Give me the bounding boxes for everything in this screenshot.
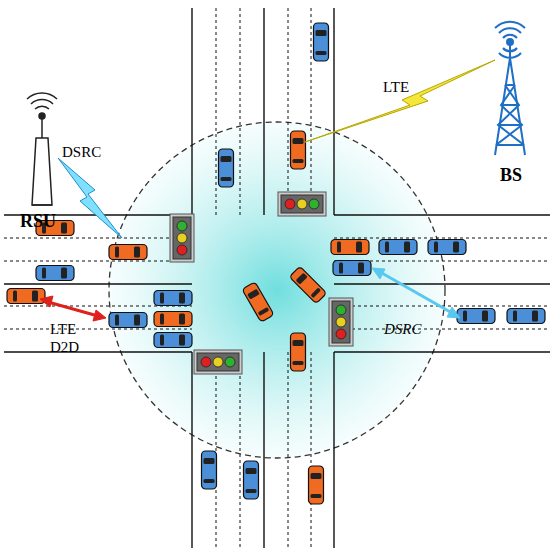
coverage-zone bbox=[109, 122, 445, 458]
station-label: RSU bbox=[20, 212, 56, 230]
link-label: LTE bbox=[50, 322, 76, 337]
lte-bolt bbox=[305, 60, 495, 142]
traffic-lights bbox=[170, 192, 353, 374]
station-label: BS bbox=[500, 166, 522, 184]
dsrc-arrow bbox=[372, 268, 460, 318]
link-label: LTE bbox=[383, 80, 409, 95]
station-name: BS bbox=[500, 166, 522, 184]
link-label: DSRC bbox=[384, 322, 422, 337]
station-name: RSU bbox=[20, 212, 56, 230]
vehicles bbox=[7, 23, 545, 504]
base-station-icon bbox=[495, 22, 525, 155]
dsrc-bolt bbox=[58, 158, 122, 238]
rsu-icon bbox=[27, 93, 57, 205]
link-label: DSRC bbox=[62, 145, 101, 160]
link-label: D2D bbox=[50, 340, 79, 355]
road-lines bbox=[4, 8, 550, 548]
d2d-arrow bbox=[40, 296, 106, 321]
